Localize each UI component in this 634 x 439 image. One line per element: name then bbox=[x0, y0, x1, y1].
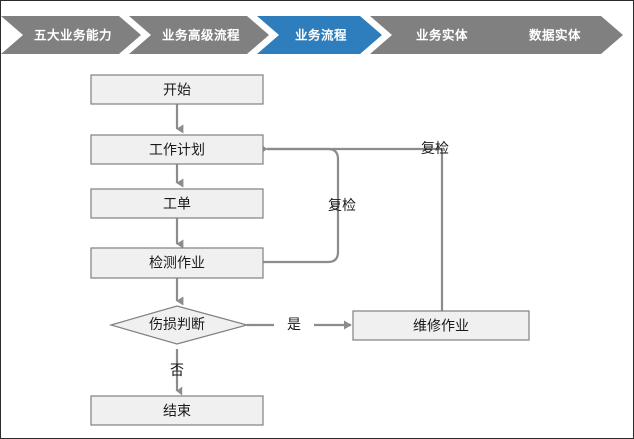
node-workplan-box bbox=[90, 134, 264, 165]
node-end-label: 结束 bbox=[163, 404, 191, 420]
node-repair-box bbox=[352, 310, 530, 341]
edge-label-no: 否 bbox=[170, 363, 184, 379]
breadcrumb: 五大业务能力 业务高级流程 业务流程 业务实体 数据实体 bbox=[1, 16, 633, 54]
breadcrumb-item-3[interactable]: 业务实体 bbox=[370, 16, 510, 54]
breadcrumb-item-2-label: 业务流程 bbox=[295, 28, 347, 43]
edge-label-yes: 是 bbox=[287, 317, 301, 333]
chevron-shape bbox=[483, 16, 623, 54]
node-repair[interactable]: 维修作业 bbox=[352, 310, 530, 341]
edge-inspection-to-workplan-recheck bbox=[260, 144, 340, 264]
node-workorder[interactable]: 工单 bbox=[90, 188, 264, 219]
node-workorder-label: 工单 bbox=[163, 197, 191, 213]
edge-repair-to-workplan-recheck bbox=[260, 144, 444, 311]
chevron-shape-active bbox=[257, 16, 382, 54]
node-decision-label: 伤损判断 bbox=[149, 317, 205, 333]
node-inspection-label: 检测作业 bbox=[149, 256, 205, 272]
node-end-box bbox=[90, 395, 264, 426]
node-decision[interactable]: 伤损判断 bbox=[108, 305, 250, 345]
node-repair-label: 维修作业 bbox=[413, 319, 469, 335]
node-start-label: 开始 bbox=[163, 83, 191, 99]
breadcrumb-item-4-label: 数据实体 bbox=[528, 28, 581, 43]
breadcrumb-item-3-label: 业务实体 bbox=[416, 28, 468, 43]
chevron-shape bbox=[1, 16, 141, 54]
breadcrumb-item-1-label: 业务高级流程 bbox=[162, 28, 240, 43]
node-workorder-box bbox=[90, 188, 264, 219]
edge-label-recheck-outer: 复检 bbox=[421, 140, 449, 157]
breadcrumb-item-0-label: 五大业务能力 bbox=[34, 28, 112, 43]
breadcrumb-item-1[interactable]: 业务高级流程 bbox=[129, 16, 269, 54]
chevron-shape bbox=[370, 16, 510, 54]
node-inspection[interactable]: 检测作业 bbox=[90, 247, 264, 279]
node-start-box bbox=[90, 74, 264, 105]
node-workplan[interactable]: 工作计划 bbox=[90, 134, 264, 165]
node-start[interactable]: 开始 bbox=[90, 74, 264, 105]
node-workplan-label: 工作计划 bbox=[149, 143, 205, 159]
node-end[interactable]: 结束 bbox=[90, 395, 264, 426]
edge-label-recheck-inner: 复检 bbox=[328, 197, 356, 214]
breadcrumb-item-0[interactable]: 五大业务能力 bbox=[1, 16, 141, 54]
chevron-shape bbox=[129, 16, 269, 54]
node-decision-diamond bbox=[108, 305, 250, 345]
breadcrumb-item-2[interactable]: 业务流程 bbox=[257, 16, 382, 54]
node-inspection-box bbox=[90, 247, 264, 279]
breadcrumb-item-4[interactable]: 数据实体 bbox=[483, 16, 623, 54]
